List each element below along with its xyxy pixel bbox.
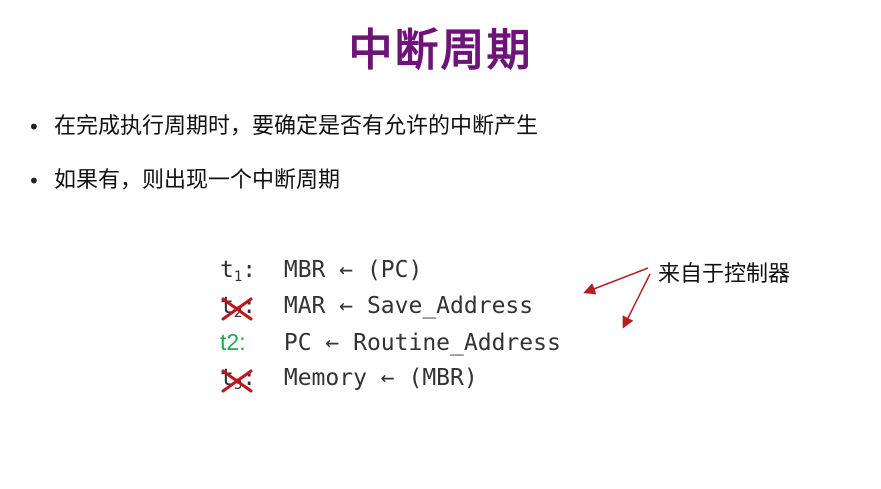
- arrow-icon: [622, 273, 651, 329]
- bullet-text: 在完成执行周期时，要确定是否有允许的中断产生: [54, 114, 539, 139]
- cross-mark-icon: [221, 297, 253, 321]
- time-step-label: t: [220, 257, 234, 283]
- time-step-subscript: 3: [233, 377, 243, 393]
- time-step: t2:: [220, 324, 270, 360]
- time-step-colon: :: [242, 365, 257, 391]
- bullet-dot-icon: •: [28, 115, 40, 139]
- arrow-icon: [583, 267, 649, 295]
- time-step-colon: :: [239, 329, 246, 355]
- micro-op-text: MBR ← (PC): [283, 257, 423, 283]
- time-step-colon: :: [242, 293, 257, 319]
- bullet-list: • 在完成执行周期时，要确定是否有允许的中断产生 • 如果有，则出现一个中断周期: [28, 112, 538, 220]
- bullet-item: • 在完成执行周期时，要确定是否有允许的中断产生: [28, 112, 538, 166]
- time-step: t1:: [220, 252, 270, 295]
- micro-op-line: t2: MAR ← Save_Address: [220, 288, 561, 324]
- micro-op-text: MAR ← Save_Address: [283, 293, 534, 319]
- micro-operations: t1: MBR ← (PC) t2: MAR ← Save_Address t2…: [220, 252, 561, 396]
- bullet-dot-icon: •: [28, 169, 40, 193]
- time-step-label: t2: [220, 329, 240, 355]
- micro-op-line: t1: MBR ← (PC): [220, 252, 561, 288]
- micro-op-line: t2: PC ← Routine_Address: [220, 324, 561, 360]
- time-step-subscript: 2: [233, 305, 243, 321]
- cross-mark-icon: [221, 369, 253, 393]
- annotation-label: 来自于控制器: [658, 262, 791, 287]
- bullet-item: • 如果有，则出现一个中断周期: [28, 166, 538, 220]
- time-step: t3:: [220, 360, 270, 403]
- micro-op-text: Memory ← (MBR): [283, 365, 478, 391]
- micro-op-line: t3: Memory ← (MBR): [220, 360, 561, 396]
- time-step-subscript: 1: [233, 269, 243, 285]
- slide-title: 中断周期: [348, 25, 533, 76]
- time-step-colon: :: [242, 257, 257, 283]
- micro-op-text: PC ← Routine_Address: [283, 330, 561, 356]
- bullet-text: 如果有，则出现一个中断周期: [54, 168, 341, 193]
- time-step: t2:: [220, 288, 270, 331]
